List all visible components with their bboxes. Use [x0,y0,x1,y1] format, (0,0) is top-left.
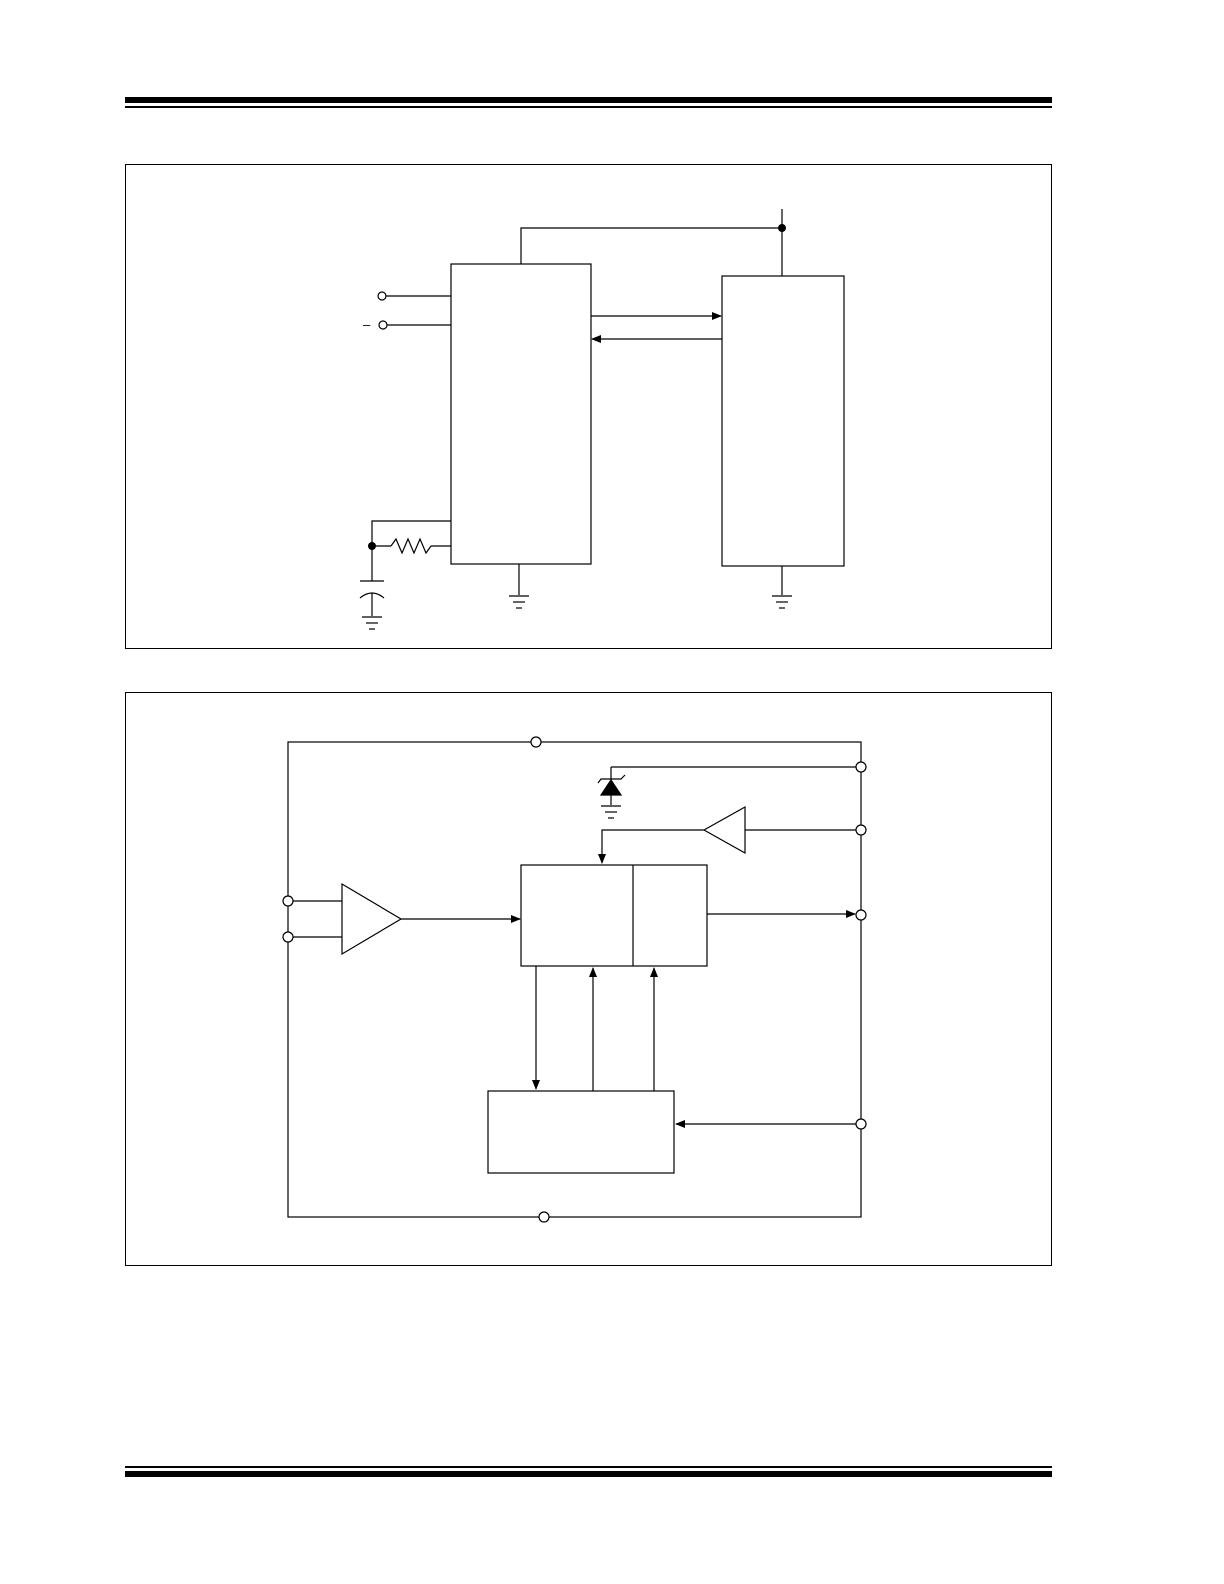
pin-reference [855,761,867,773]
buffer-amplifier [702,805,746,855]
pin-input-2 [282,931,294,943]
buffer-output-wire [598,829,704,864]
application-circuit-svg [359,209,845,630]
block-diagram-svg [282,736,867,1223]
header-rule-thick [125,97,1052,103]
input-plus-terminal [377,291,387,301]
package-outline [287,741,862,1218]
pin-control [855,1118,867,1130]
header-rule-thin [125,106,1052,108]
supply-junction-dot [778,224,786,232]
ground-symbol-icon [362,616,382,630]
pin-input-1 [282,895,294,907]
input-amplifier [341,882,403,956]
ic-block-left [450,263,592,565]
input-minus-label: – [363,317,371,332]
figure-block-diagram [125,692,1052,1266]
input-minus-terminal [378,320,388,330]
ground-symbol-icon [509,595,529,609]
ic-block-right [721,275,845,567]
pin-top [530,736,542,748]
lower-block [487,1090,675,1174]
rc-junction-dot [368,542,376,550]
main-logic-block [520,864,708,967]
supply-wire [520,227,782,264]
footer-rule-thick [125,1471,1052,1477]
ground-symbol-icon [601,805,621,819]
ground-symbol-icon [772,595,792,609]
figure-application-circuit: – [125,164,1052,649]
zener-diode-icon [597,774,626,796]
resistor [390,537,432,555]
pin-bottom [538,1211,550,1223]
footer-rule-thin [125,1466,1052,1468]
pin-feedback [855,824,867,836]
rc-top-wire [371,520,451,546]
pin-output [855,909,867,921]
